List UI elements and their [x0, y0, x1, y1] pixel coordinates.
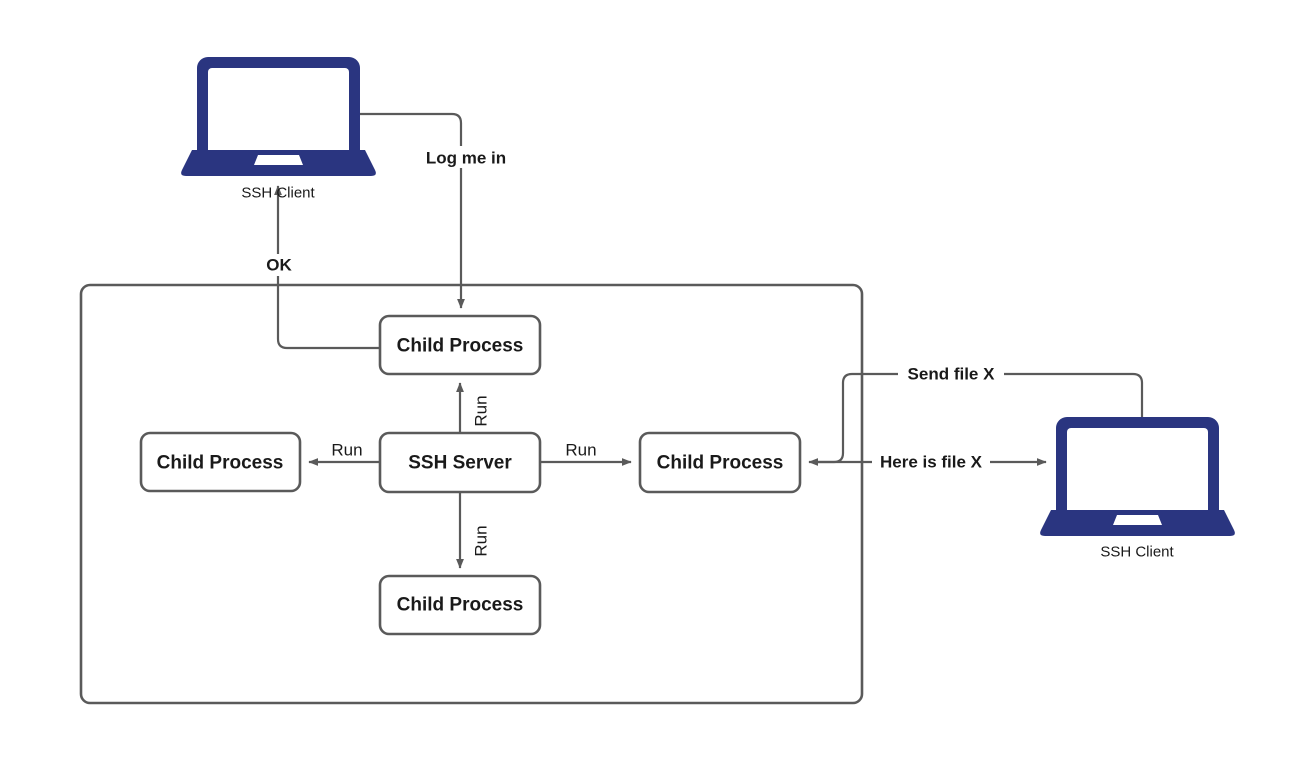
child-process-bottom-box: [378, 574, 542, 636]
laptop-icon: [181, 57, 376, 176]
svg-text:Here is file X: Here is file X: [880, 453, 983, 472]
node-child-process-left[interactable]: Child Process: [139, 431, 302, 493]
edge-label-run-left: Run: [326, 438, 368, 460]
edge-label-run-top: Run: [470, 391, 492, 431]
child-process-right-box: [638, 431, 802, 494]
ssh-client-right-device[interactable]: SSH Client: [1040, 417, 1235, 561]
node-child-process-right[interactable]: Child Process: [638, 431, 802, 494]
child-process-top-box: [378, 314, 542, 376]
ssh-client-top-label: SSH Client: [241, 185, 315, 202]
server-container: [79, 283, 864, 705]
edge-label-log-me-in: Log me in: [412, 146, 520, 168]
node-child-process-bottom[interactable]: Child Process: [378, 574, 542, 636]
child-process-top-label: Child Process: [397, 336, 524, 357]
child-process-left-label: Child Process: [157, 453, 284, 474]
edge-label-run-right: Run: [560, 438, 602, 460]
edge-log-me-in: [360, 112, 465, 309]
edge-label-run-bottom: Run: [470, 521, 492, 561]
ssh-client-top-device[interactable]: SSH Client: [181, 57, 376, 202]
child-process-left-box: [139, 431, 302, 493]
svg-text:Run: Run: [331, 441, 362, 460]
laptop-icon: [1040, 417, 1235, 536]
svg-text:OK: OK: [266, 256, 292, 275]
edge-label-ok: OK: [260, 254, 296, 276]
edge-label-send-file-x: Send file X: [898, 363, 1004, 385]
edge-label-here-is-file-x: Here is file X: [872, 451, 990, 473]
svg-text:Log me in: Log me in: [426, 149, 506, 168]
node-ssh-server[interactable]: SSH Server: [378, 431, 542, 494]
ssh-client-right-label: SSH Client: [1100, 544, 1174, 561]
child-process-bottom-label: Child Process: [397, 595, 524, 616]
node-child-process-top[interactable]: Child Process: [378, 314, 542, 376]
ssh-server-label: SSH Server: [408, 453, 512, 474]
svg-text:Run: Run: [565, 441, 596, 460]
svg-text:Run: Run: [472, 395, 491, 426]
child-process-right-label: Child Process: [657, 453, 784, 474]
svg-text:Run: Run: [472, 525, 491, 556]
ssh-server-box: [378, 431, 542, 494]
svg-text:Send file X: Send file X: [908, 365, 996, 384]
edge-ok: [274, 185, 380, 350]
